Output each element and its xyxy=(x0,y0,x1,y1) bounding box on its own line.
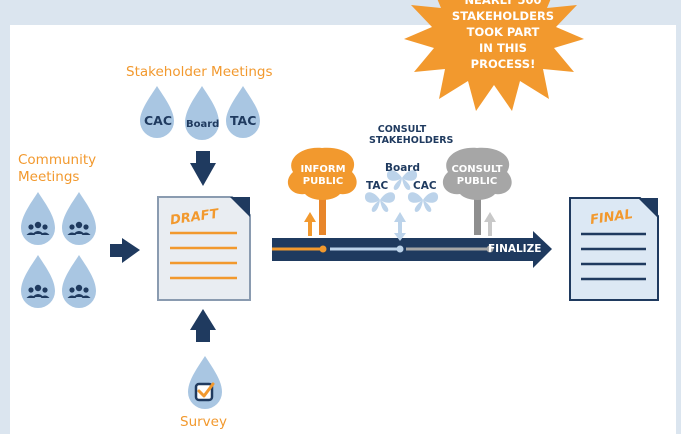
consult-public-label: CONSULT PUBLIC xyxy=(451,164,503,187)
drop-tac xyxy=(226,86,260,138)
arrow-stakeholders-to-draft xyxy=(190,151,216,186)
consult-stakeholders-label: CONSULT STAKEHOLDERS xyxy=(369,124,454,146)
callout-text: NEARLY 500 STAKEHOLDERS TOOK PART IN THI… xyxy=(451,0,555,71)
arrow-survey-to-draft xyxy=(190,309,216,342)
consult-public-tree xyxy=(442,147,512,236)
butterfly-icon-tac xyxy=(364,192,396,212)
inform-public-label: INFORM PUBLIC xyxy=(300,164,346,187)
community-drop-4 xyxy=(62,255,96,308)
checkmark-icon xyxy=(197,382,215,398)
drop-label-cac: CAC xyxy=(144,113,173,128)
drop-label-board: Board xyxy=(186,119,220,130)
arrow-community-to-draft xyxy=(110,238,140,263)
butterfly-label-cac: CAC xyxy=(413,180,437,192)
butterfly-label-tac: TAC xyxy=(366,180,389,192)
drop-cac xyxy=(140,86,174,138)
final-document xyxy=(569,197,659,301)
inform-public-tree xyxy=(287,147,357,236)
double-arrow-icon xyxy=(394,212,406,241)
butterfly-icon-cac xyxy=(407,192,439,212)
finalize-label: FINALIZE xyxy=(488,243,542,255)
timeline-arrow xyxy=(272,231,552,268)
stakeholder-meetings-heading: Stakeholder Meetings xyxy=(126,64,273,80)
draft-document xyxy=(157,196,251,301)
survey-drop xyxy=(188,356,222,409)
community-drop-1 xyxy=(21,192,55,245)
survey-heading: Survey xyxy=(180,414,227,430)
drop-board xyxy=(185,86,219,140)
diagram-panel xyxy=(10,25,676,434)
community-drop-3 xyxy=(21,255,55,308)
starburst-badge xyxy=(404,0,584,111)
community-meetings-heading: Community Meetings xyxy=(18,152,97,185)
drop-label-tac: TAC xyxy=(230,113,257,128)
community-drop-2 xyxy=(62,192,96,245)
butterfly-label-board: Board xyxy=(385,162,420,174)
